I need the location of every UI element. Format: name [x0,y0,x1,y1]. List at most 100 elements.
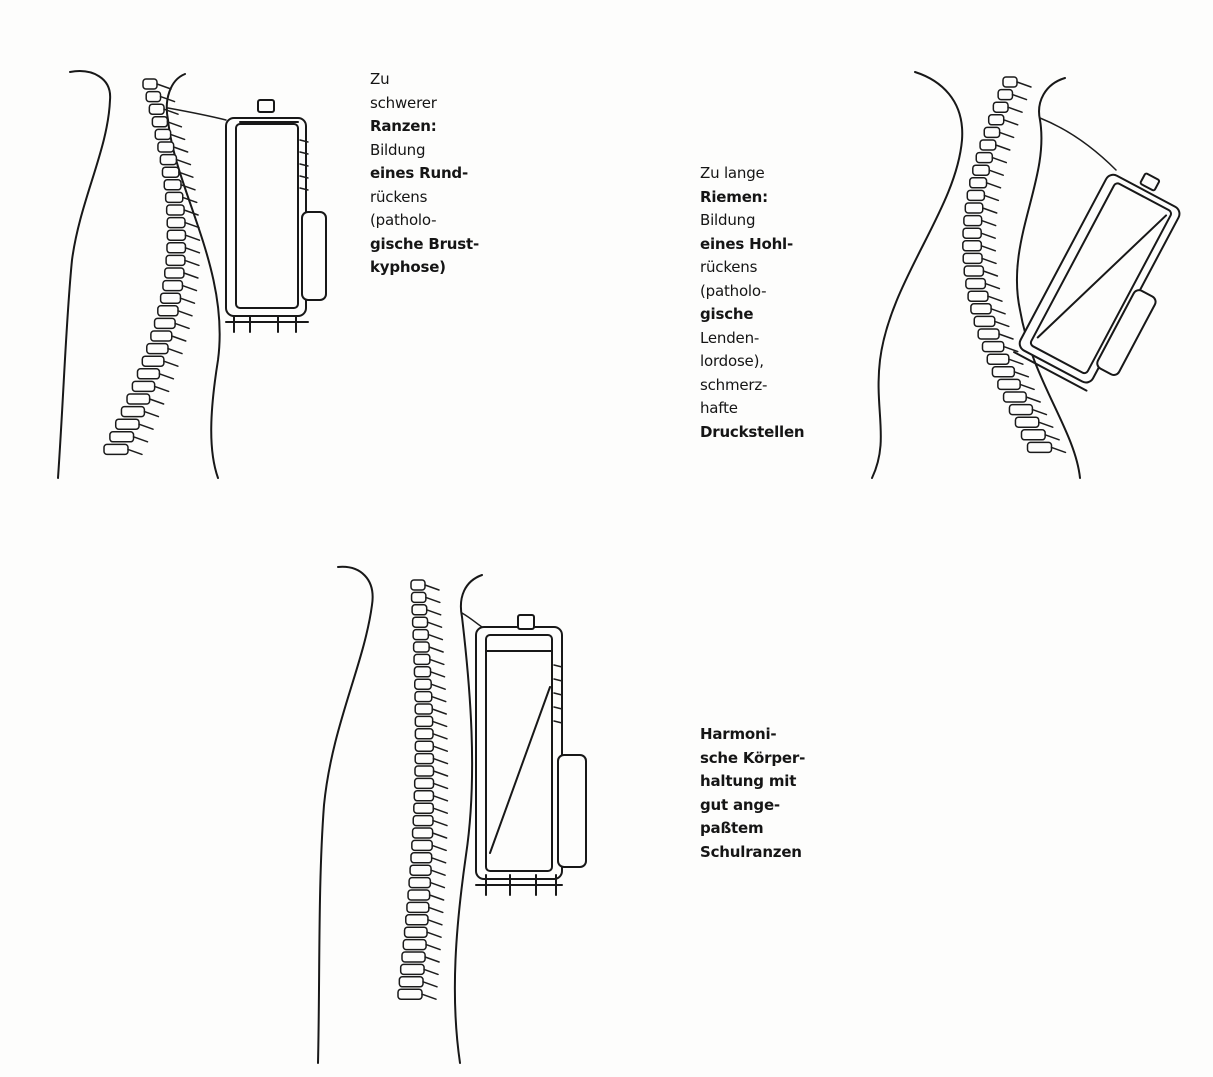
vertebra [398,989,422,999]
vertebra [1009,405,1032,415]
chest-outline [318,567,373,1063]
vertebra [406,915,428,925]
spinous-process [429,647,443,652]
vertebra [137,369,159,379]
vertebra [413,828,433,838]
vertebra [415,741,433,751]
spine [398,580,448,999]
vertebra [976,153,992,163]
spinous-process [1032,410,1046,415]
spinous-process [431,672,445,677]
vertebra [411,853,432,863]
spinous-process [981,233,995,238]
spinous-process [434,771,448,776]
spinous-process [1045,435,1059,440]
vertebra [980,140,996,150]
vertebra [963,228,981,238]
vertebra [998,90,1012,100]
vertebra [407,902,429,912]
spinous-process [433,796,447,801]
vertebra [162,167,178,177]
vertebra [132,381,154,391]
spinous-process [985,284,999,289]
vertebra [415,704,432,714]
spinous-process [1009,359,1023,364]
vertebra [158,306,178,316]
shoulder-strap [1040,118,1116,170]
spinous-process [425,957,439,962]
spinous-process [983,208,997,213]
spinous-process [434,783,448,788]
vertebra [166,255,185,265]
spinous-process [430,883,444,888]
spinous-process [425,585,439,590]
spinous-process [987,183,1001,188]
vertebra [401,964,424,974]
spinous-process [433,808,447,813]
spinous-process [433,759,447,764]
shoulder-strap [462,613,482,627]
vertebra [982,342,1003,352]
vertebra [142,356,164,366]
vertebra [158,142,174,152]
vertebra [160,155,176,165]
spinous-process [422,994,436,999]
chest-outline [872,72,962,478]
spinous-process [433,721,447,726]
vertebra [966,279,986,289]
vertebra [968,291,988,301]
spinous-process [1020,384,1034,389]
vertebra [415,716,432,726]
spinous-process [433,734,447,739]
vertebra [161,293,181,303]
spinous-process [433,821,447,826]
vertebra [964,266,983,276]
spinous-process [427,610,441,615]
vertebra [411,580,425,590]
spinous-process [428,622,442,627]
vertebra [414,791,433,801]
spinous-process [172,336,186,341]
spinous-process [432,858,446,863]
spinous-process [996,145,1010,150]
hollow-back-illustration [860,60,1190,485]
spinous-process [424,969,438,974]
satchel [226,100,326,332]
spinous-process [430,659,444,664]
vertebra [989,115,1004,125]
vertebra [121,407,144,417]
caption-round-back: Zu schwerer Ranzen: Bildung eines Rund- … [370,68,479,280]
spinous-process [168,349,182,354]
vertebra [116,419,139,429]
spinous-process [433,833,447,838]
spinous-process [433,746,447,751]
vertebra [993,102,1008,112]
spinous-process [423,982,437,987]
chest-outline [58,71,110,478]
vertebra [167,205,184,215]
vertebra [149,104,164,114]
spinous-process [185,248,199,253]
spinous-process [128,449,142,454]
spinous-process [429,907,443,912]
vertebra [409,878,430,888]
spinous-process [995,321,1009,326]
vertebra [415,729,433,739]
spinous-process [171,134,185,139]
spinous-process [176,160,190,165]
spinous-process [427,932,441,937]
vertebra [164,180,181,190]
spinous-process [992,158,1006,163]
spinous-process [988,296,1002,301]
spinous-process [426,597,440,602]
panel-harmonious [300,555,630,1075]
spinous-process [180,298,194,303]
spinous-process [432,845,446,850]
vertebra [412,840,432,850]
spinous-process [178,311,192,316]
spinous-process [1026,397,1040,402]
vertebra [973,165,989,175]
spinous-process [164,361,178,366]
spinous-process [1039,422,1053,427]
vertebra [967,190,984,200]
